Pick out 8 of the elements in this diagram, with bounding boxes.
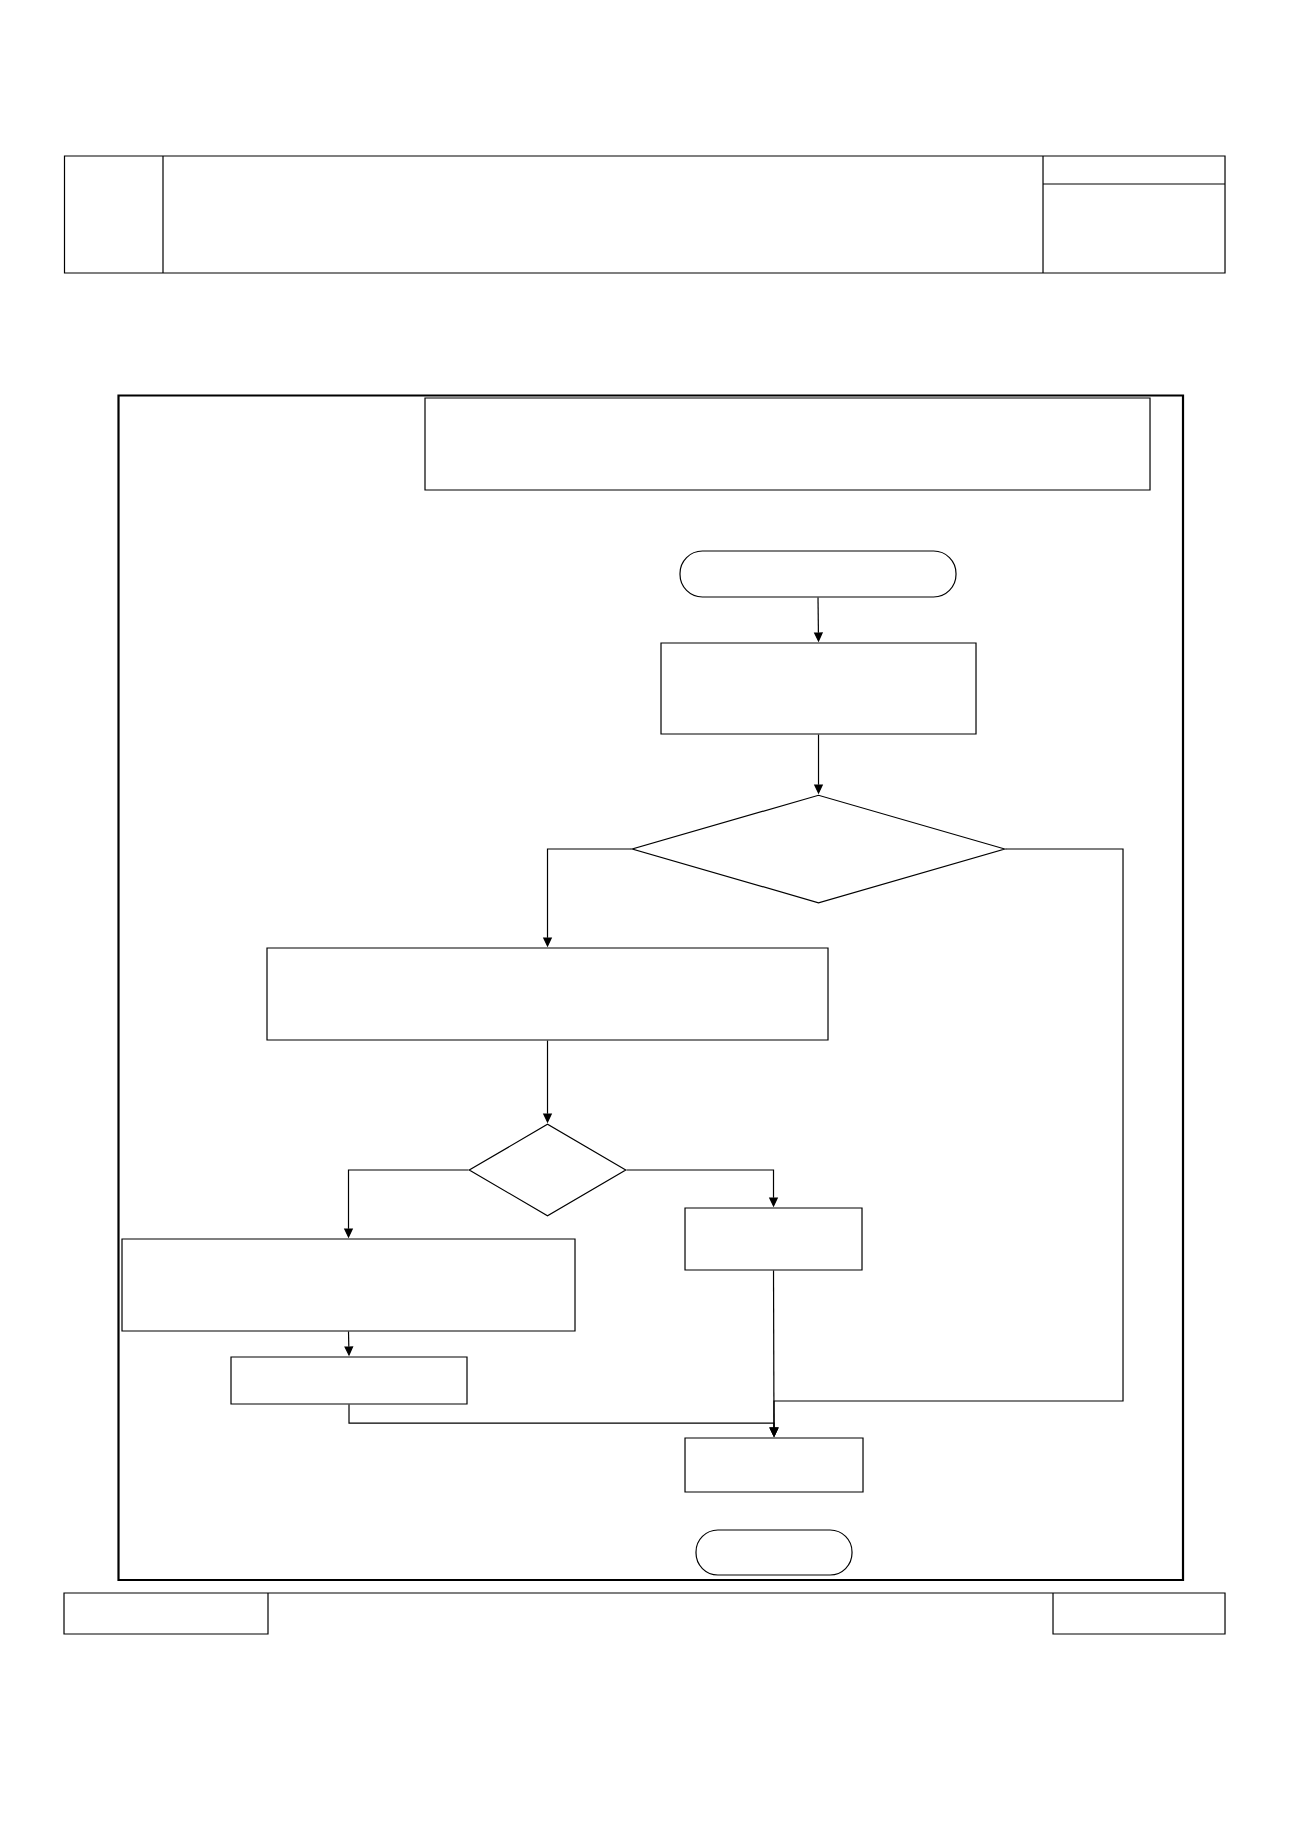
process-box (684, 1207, 863, 1271)
process-box (230, 1356, 468, 1405)
process-box (660, 642, 977, 735)
process-box (266, 947, 829, 1041)
process-box (684, 1437, 864, 1493)
title-box (424, 397, 1151, 491)
process-box (121, 1238, 576, 1332)
decision-diamond (468, 1123, 627, 1217)
